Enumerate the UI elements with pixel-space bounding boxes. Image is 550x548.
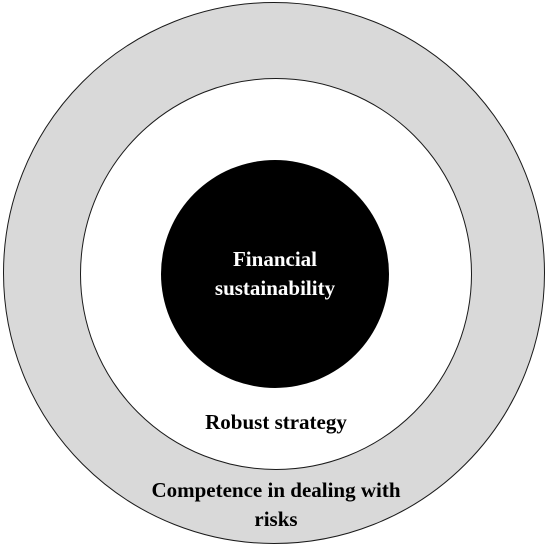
outer-ring-label: Competence in dealing with risks	[120, 476, 432, 534]
outer-label-line-2: risks	[254, 507, 298, 531]
inner-label-line-1: Financial	[232, 247, 317, 271]
middle-circle-label: Robust strategy	[205, 410, 347, 434]
inner-circle-financial-sustainability	[161, 160, 389, 388]
inner-circle-label: Financial sustainability	[161, 245, 389, 303]
outer-label-line-1: Competence in dealing with	[151, 478, 401, 502]
inner-label-line-2: sustainability	[214, 276, 336, 300]
